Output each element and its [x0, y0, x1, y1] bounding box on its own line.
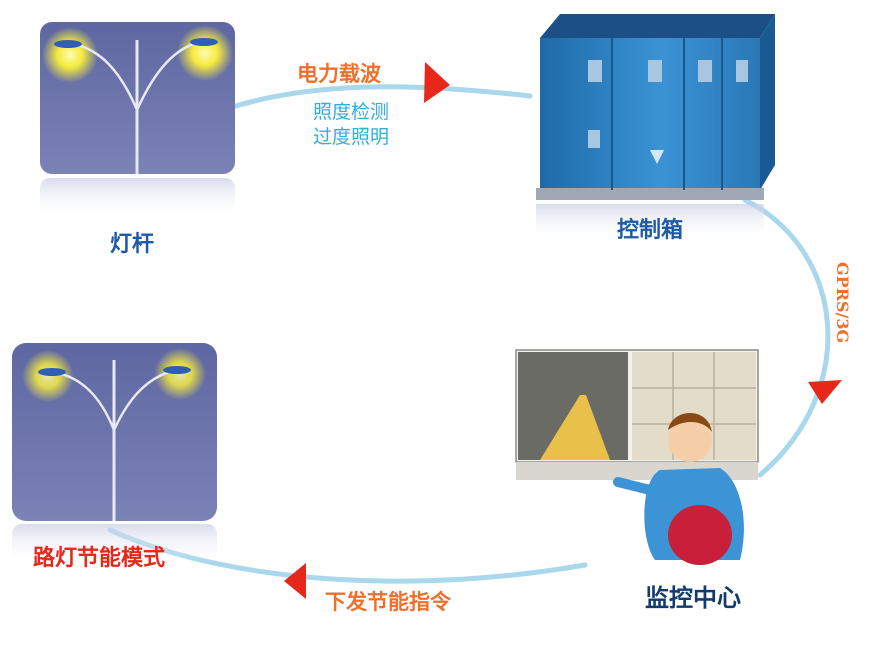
monitoring-center-illustration: [515, 349, 759, 565]
arrow-right-icon: [424, 62, 450, 103]
arrow-left-icon: [284, 563, 306, 599]
arrow-down-icon: [808, 380, 842, 404]
node-label-control-box: 控制箱: [617, 218, 684, 243]
edge-sub-label-over-lighting: 过度照明: [313, 126, 390, 148]
cycle-arrows: [284, 62, 842, 599]
street-light-pole-top: [40, 22, 235, 218]
street-light-pole-bottom: [12, 343, 217, 564]
edge-label-power-carrier: 电力载波: [297, 62, 381, 86]
edge-label-gprs: GPRS/3G: [833, 262, 852, 344]
node-label-monitor-center: 监控中心: [645, 584, 741, 612]
node-label-energy-saving-mode: 路灯节能模式: [33, 546, 166, 571]
connector-box-to-center: [742, 197, 831, 478]
node-label-pole: 灯杆: [110, 232, 155, 257]
edge-sub-label-illuminance: 照度检测: [313, 101, 390, 123]
control-box: [536, 14, 775, 240]
edge-label-send-command: 下发节能指令: [325, 590, 451, 614]
connector-pole-to-box: [233, 84, 533, 109]
